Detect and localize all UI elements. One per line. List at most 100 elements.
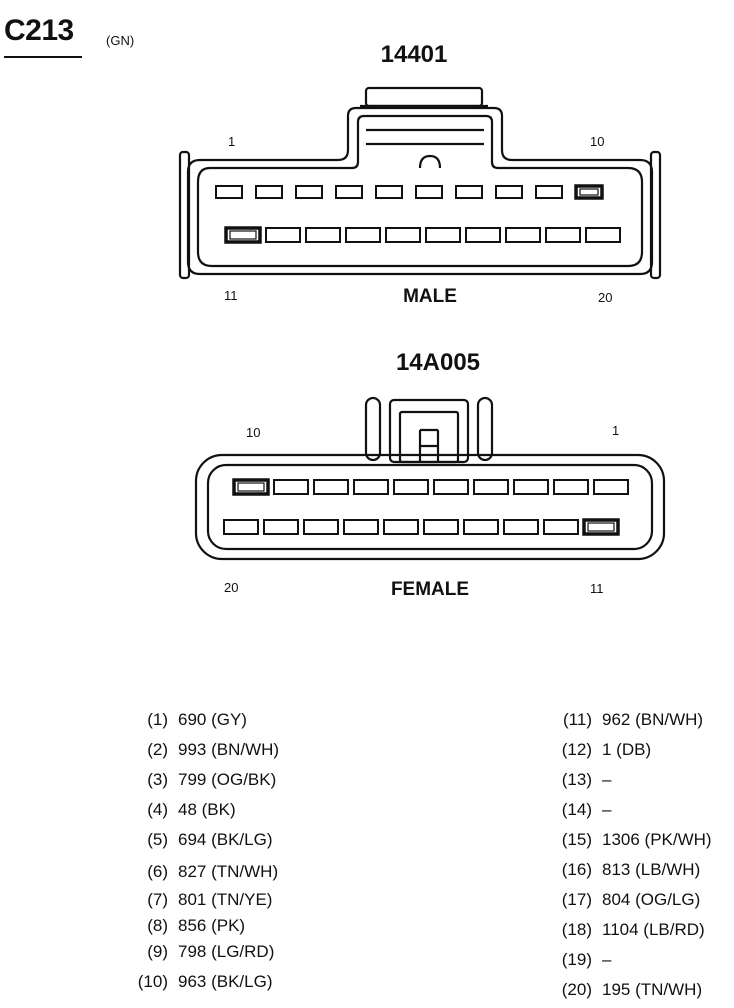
- female-pin-cavity: [423, 519, 459, 535]
- male-pin-cavity: [385, 227, 421, 243]
- male-pin-cavity: [375, 185, 403, 199]
- wire-pin-number: (9): [147, 942, 168, 961]
- wire-row: (20) 195 (TN/WH): [0, 980, 734, 1002]
- male-pin-label-top-right: 10: [590, 134, 604, 149]
- wire-pin-number: (8): [147, 916, 168, 935]
- female-pin-cavity: [383, 519, 419, 535]
- wire-row: (5)694 (BK/LG): [0, 830, 734, 852]
- female-pin-cavity: [433, 479, 469, 495]
- wire-pin-number: (14): [561, 800, 592, 819]
- wire-pin-number: (20): [561, 980, 592, 999]
- male-pin-cavity: [505, 227, 541, 243]
- wire-circuit: 801 (TN/YE): [178, 890, 273, 909]
- female-pin-cavity: [582, 518, 620, 536]
- female-pin-cavity: [343, 519, 379, 535]
- wire-circuit: 690 (GY): [178, 710, 247, 729]
- connector-color: (GN): [106, 33, 135, 48]
- wire-pin-number: (16): [561, 860, 592, 879]
- wire-row: (14)–: [0, 800, 734, 822]
- female-part-number: 14A005: [396, 349, 480, 376]
- male-pin-cavity: [265, 227, 301, 243]
- wire-pin-number: (3): [147, 770, 168, 789]
- connector-id: C213: [4, 14, 74, 47]
- male-pin-cavity: [255, 185, 283, 199]
- wire-pin-number: (7): [147, 890, 168, 909]
- wire-circuit: 694 (BK/LG): [178, 830, 273, 849]
- female-pin-label-bottom-left: 20: [224, 580, 238, 595]
- wire-circuit: 827 (TN/WH): [178, 862, 279, 881]
- female-pin-cavity: [303, 519, 339, 535]
- female-pin-cavity: [463, 519, 499, 535]
- female-pin-cavity: [393, 479, 429, 495]
- female-pin-cavity: [273, 479, 309, 495]
- wire-row: (19)–: [0, 950, 734, 972]
- wire-pin-number: (19): [561, 950, 592, 969]
- wire-circuit: 962 (BN/WH): [602, 710, 704, 729]
- male-pin-cavity: [215, 185, 243, 199]
- male-pin-cavity: [295, 185, 323, 199]
- wire-pin-number: (13): [561, 770, 592, 789]
- wire-row: (4) 48 (BK): [0, 800, 734, 822]
- pin-cavity-keyed-inner: [587, 522, 615, 532]
- male-pin-cavities: [215, 184, 621, 244]
- female-pin-cavity: [513, 479, 549, 495]
- wire-pin-number: (10): [137, 972, 168, 991]
- wire-circuit: 813 (LB/WH): [602, 860, 701, 879]
- wire-circuit: –: [602, 800, 612, 819]
- male-pin-cavity: [224, 226, 262, 244]
- connector-id-underline: [4, 56, 82, 58]
- female-pin-label-top-left: 10: [246, 425, 260, 440]
- wire-pin-number: (15): [561, 830, 592, 849]
- connector-diagram: 14401 1 10 11 20 MALE 14A005 10 1 20 11 …: [178, 41, 666, 600]
- male-pin-cavity: [495, 185, 523, 199]
- female-pin-label-bottom-right: 11: [590, 581, 604, 596]
- female-pin-cavity: [543, 519, 579, 535]
- wire-circuit: 799 (OG/BK): [178, 770, 277, 789]
- wire-circuit: 798 (LG/RD): [178, 942, 275, 961]
- male-pin-cavity: [425, 227, 461, 243]
- male-pin-cavity: [574, 184, 604, 200]
- female-pin-cavities: [223, 478, 629, 536]
- wire-row: (15) 1306 (PK/WH): [0, 830, 734, 852]
- wire-row: (16) 813 (LB/WH): [0, 860, 734, 882]
- female-pin-cavity: [263, 519, 299, 535]
- wire-row: (11) 962 (BN/WH): [0, 710, 734, 732]
- wire-row: (6)827 (TN/WH): [0, 862, 734, 884]
- male-pin-label-bottom-left: 11: [224, 288, 238, 303]
- male-pin-cavity: [545, 227, 581, 243]
- female-pin-label-top-right: 1: [612, 423, 619, 438]
- wire-circuit: 48 (BK): [178, 800, 236, 819]
- male-pin-cavity: [535, 185, 563, 199]
- male-pin-cavity: [335, 185, 363, 199]
- female-connector-body: [194, 396, 666, 561]
- wire-circuit: 195 (TN/WH): [602, 980, 703, 999]
- wire-row: (3) 799 (OG/BK): [0, 770, 734, 792]
- wire-pin-number: (18): [561, 920, 592, 939]
- female-pin-cavity: [503, 519, 539, 535]
- male-pin-cavity: [415, 185, 443, 199]
- male-pin-cavity: [305, 227, 341, 243]
- wire-row: (9) 798 (LG/RD): [0, 942, 734, 964]
- male-pin-cavity: [455, 185, 483, 199]
- wire-pin-number: (1): [147, 710, 168, 729]
- wire-row: (12)1 (DB): [0, 740, 734, 762]
- pin-cavity-keyed-inner: [579, 188, 599, 196]
- pin-cavity-keyed-inner: [229, 230, 257, 240]
- wire-row: (10) 963 (BK/LG): [0, 972, 734, 994]
- wire-row: (2) 993 (BN/WH): [0, 740, 734, 762]
- wire-circuit: 1306 (PK/WH): [602, 830, 712, 849]
- female-pin-cavity: [223, 519, 259, 535]
- wire-pin-number: (4): [147, 800, 168, 819]
- wire-row: (18) 1104 (LB/RD): [0, 920, 734, 942]
- female-pin-cavity: [593, 479, 629, 495]
- female-pin-cavity: [553, 479, 589, 495]
- male-pin-cavity: [465, 227, 501, 243]
- wire-pin-number: (11): [563, 710, 592, 729]
- female-gender-label: FEMALE: [391, 579, 469, 600]
- male-pin-cavity: [585, 227, 621, 243]
- wire-pin-number: (2): [147, 740, 168, 759]
- wire-circuit: 1104 (LB/RD): [602, 920, 705, 939]
- wire-circuit: 993 (BN/WH): [178, 740, 280, 759]
- wire-circuit: 963 (BK/LG): [178, 972, 273, 991]
- male-connector-body: [178, 86, 662, 280]
